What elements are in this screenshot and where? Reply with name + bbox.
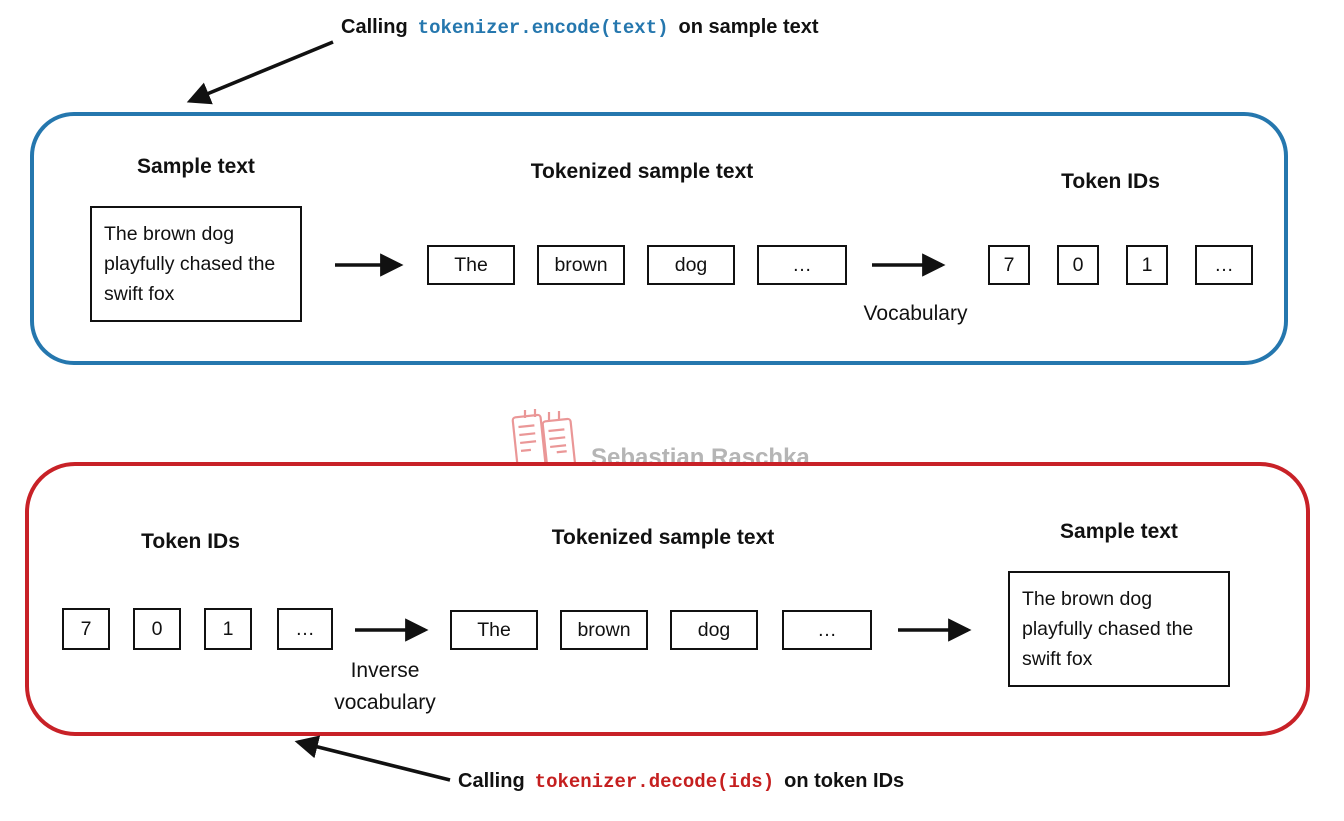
encode-sample-text: The brown dog playfully chased the swift… [104, 222, 276, 306]
decode-inverse-vocabulary-label: Inverse vocabulary [334, 659, 436, 714]
encode-caption-arrow [186, 40, 334, 105]
encode-token-brown: brown [537, 245, 625, 285]
decode-token-dog: dog [670, 610, 758, 650]
encode-sample-text-label: Sample text [137, 155, 255, 178]
decode-id-1: 1 [204, 608, 252, 650]
encode-token-ids-label: Token IDs [1061, 170, 1160, 193]
encode-caption: Calling tokenizer.encode(text) on sample… [341, 16, 819, 39]
encode-id-0: 0 [1057, 245, 1099, 285]
encode-token-the: The [427, 245, 515, 285]
decode-caption-suffix: on token IDs [784, 770, 905, 792]
encode-id-1: 1 [1126, 245, 1168, 285]
decode-id-7: 7 [62, 608, 110, 650]
decode-token-the: The [450, 610, 538, 650]
decode-caption-code: tokenizer.decode(ids) [534, 771, 775, 793]
decode-token-ids-label: Token IDs [141, 530, 240, 553]
decode-tokenized-label: Tokenized sample text [551, 526, 775, 549]
decode-id-ellipsis: … [277, 608, 333, 650]
encode-caption-suffix: on sample text [678, 16, 819, 38]
decode-caption-arrow [294, 735, 451, 782]
decode-caption-prefix: Calling [458, 770, 525, 792]
encode-token-ellipsis: … [757, 245, 847, 285]
encode-token-dog: dog [647, 245, 735, 285]
encode-id-7: 7 [988, 245, 1030, 285]
decode-token-brown: brown [560, 610, 648, 650]
decode-sample-text-box: The brown dog playfully chased the swift… [1008, 571, 1230, 687]
encode-id-ellipsis: … [1195, 245, 1253, 285]
decode-id-0: 0 [133, 608, 181, 650]
decode-token-ellipsis: … [782, 610, 872, 650]
encode-vocabulary-label: Vocabulary [863, 302, 968, 325]
encode-sample-text-box: The brown dog playfully chased the swift… [90, 206, 302, 322]
decode-caption: Calling tokenizer.decode(ids) on token I… [458, 770, 904, 793]
encode-caption-prefix: Calling [341, 16, 408, 38]
decode-sample-text-label: Sample text [1060, 520, 1178, 543]
encode-caption-code: tokenizer.encode(text) [417, 17, 669, 39]
decode-sample-text: The brown dog playfully chased the swift… [1022, 587, 1194, 671]
encode-tokenized-label: Tokenized sample text [530, 160, 754, 183]
